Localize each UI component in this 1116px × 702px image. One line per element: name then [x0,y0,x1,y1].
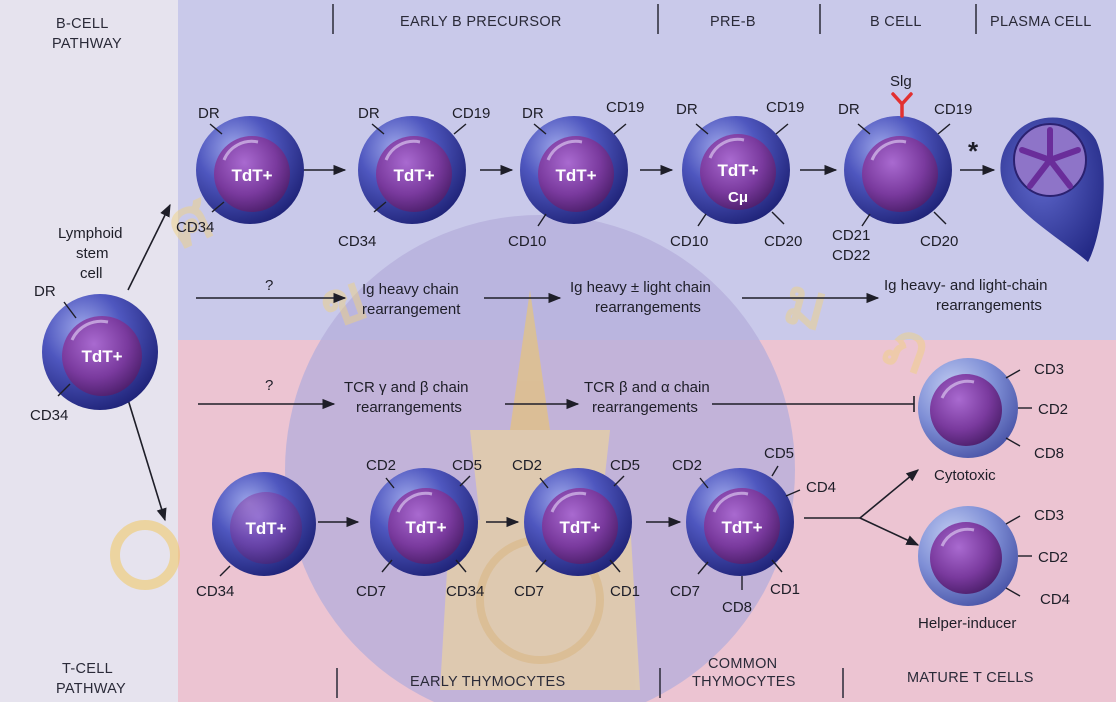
b2-dr-label: DR [358,105,380,122]
t-cell-4-marker: TdT+ [721,518,762,537]
header-early-thymocytes: EARLY THYMOCYTES [410,674,565,690]
cyto-cd3-label: CD3 [1034,361,1064,378]
b-cell-2: TdT+ [358,116,466,224]
t3-cd7-label: CD7 [514,583,544,600]
tcr-ba-line1: TCR β and α chain [584,379,710,396]
header-common-thymocytes-line2: THYMOCYTES [692,674,796,690]
t2-cd34-label: CD34 [446,583,484,600]
b2-cd19-label: CD19 [452,105,490,122]
header-t-pathway-line2: PATHWAY [56,681,126,697]
t4-cd1-label: CD1 [770,581,800,598]
stem-label-line1: Lymphoid [58,225,122,242]
stem-cd34-label: CD34 [30,407,68,424]
t3-cd2-label: CD2 [512,457,542,474]
b2-cd34-label: CD34 [338,233,376,250]
stem-cell-marker: TdT+ [81,347,122,366]
b-cell-3-marker: TdT+ [555,166,596,185]
t4-cd2-label: CD2 [672,457,702,474]
b5-slg-label: Slg [890,73,912,90]
b3-cd19-label: CD19 [606,99,644,116]
helper-inducer-cell [918,506,1018,606]
b5-cd20-label: CD20 [920,233,958,250]
t4-cd7-label: CD7 [670,583,700,600]
b4-cd19-label: CD19 [766,99,804,116]
stem-cell: TdT+ [42,294,158,410]
plasma-star: * [968,136,979,166]
t4-cd5-label: CD5 [764,445,794,462]
header-plasma-cell: PLASMA CELL [990,14,1092,30]
b-cell-4: TdT+ Cμ [682,116,790,224]
ig-both-line1: Ig heavy- and light-chain [884,277,1047,294]
stem-dr-label: DR [34,283,56,300]
t2-cd7-label: CD7 [356,583,386,600]
ig-heavy-line2: rearrangement [362,301,461,318]
b-cell-1-marker: TdT+ [231,166,272,185]
stem-label-line2: stem [76,245,109,262]
t4-cd8-label: CD8 [722,599,752,616]
ig-heavy-light-line1: Ig heavy ± light chain [570,279,711,296]
b5-cd22-label: CD22 [832,247,870,264]
ig-both-line2: rearrangements [936,297,1042,314]
t4-cd4-label: CD4 [806,479,836,496]
t-cell-4: TdT+ [686,468,794,576]
t3-cd5-label: CD5 [610,457,640,474]
b5-dr-label: DR [838,101,860,118]
t-question-mark: ? [265,377,273,394]
t1-cd34-label: CD34 [196,583,234,600]
helper-cd2-label: CD2 [1038,549,1068,566]
stem-label-line3: cell [80,265,103,282]
tcr-gb-line2: rearrangements [356,399,462,416]
cytotoxic-label: Cytotoxic [934,467,996,484]
b-question-mark: ? [265,277,273,294]
ig-heavy-light-line2: rearrangements [595,299,701,316]
b4-cd10-label: CD10 [670,233,708,250]
tcr-gb-line1: TCR γ and β chain [344,379,469,396]
header-early-b-precursor: EARLY B PRECURSOR [400,14,562,30]
header-pre-b: PRE-B [710,14,756,30]
header-b-pathway-line2: PATHWAY [52,36,122,52]
b5-cd21-label: CD21 [832,227,870,244]
header-common-thymocytes-line1: COMMON [708,656,777,672]
b3-dr-label: DR [522,105,544,122]
helper-cd3-label: CD3 [1034,507,1064,524]
b-cell-2-marker: TdT+ [393,166,434,185]
cytotoxic-cell [918,358,1018,458]
helper-cd4-label: CD4 [1040,591,1070,608]
header-b-pathway-line1: B-CELL [56,16,109,32]
b-cell-4-marker: TdT+ [717,161,758,180]
b4-cd20-label: CD20 [764,233,802,250]
t2-cd2-label: CD2 [366,457,396,474]
b3-cd10-label: CD10 [508,233,546,250]
t-cell-1: TdT+ [212,472,316,576]
b1-cd34-label: CD34 [176,219,214,236]
tcr-ba-line2: rearrangements [592,399,698,416]
helper-inducer-label: Helper-inducer [918,615,1016,632]
t3-cd1-label: CD1 [610,583,640,600]
cyto-cd8-label: CD8 [1034,445,1064,462]
header-t-pathway-line1: T-CELL [62,661,113,677]
b-cell-3: TdT+ [520,116,628,224]
t2-cd5-label: CD5 [452,457,482,474]
header-mature-t-cells: MATURE T CELLS [907,670,1034,686]
b-cell-1: TdT+ [196,116,304,224]
cyto-cd2-label: CD2 [1038,401,1068,418]
ig-heavy-line1: Ig heavy chain [362,281,459,298]
t-cell-1-marker: TdT+ [245,519,286,538]
t-cell-3-marker: TdT+ [559,518,600,537]
header-b-cell: B CELL [870,14,922,30]
t-cell-2-marker: TdT+ [405,518,446,537]
b-cell-4-cmu: Cμ [728,189,748,206]
b5-cd19-label: CD19 [934,101,972,118]
b1-dr-label: DR [198,105,220,122]
b4-dr-label: DR [676,101,698,118]
